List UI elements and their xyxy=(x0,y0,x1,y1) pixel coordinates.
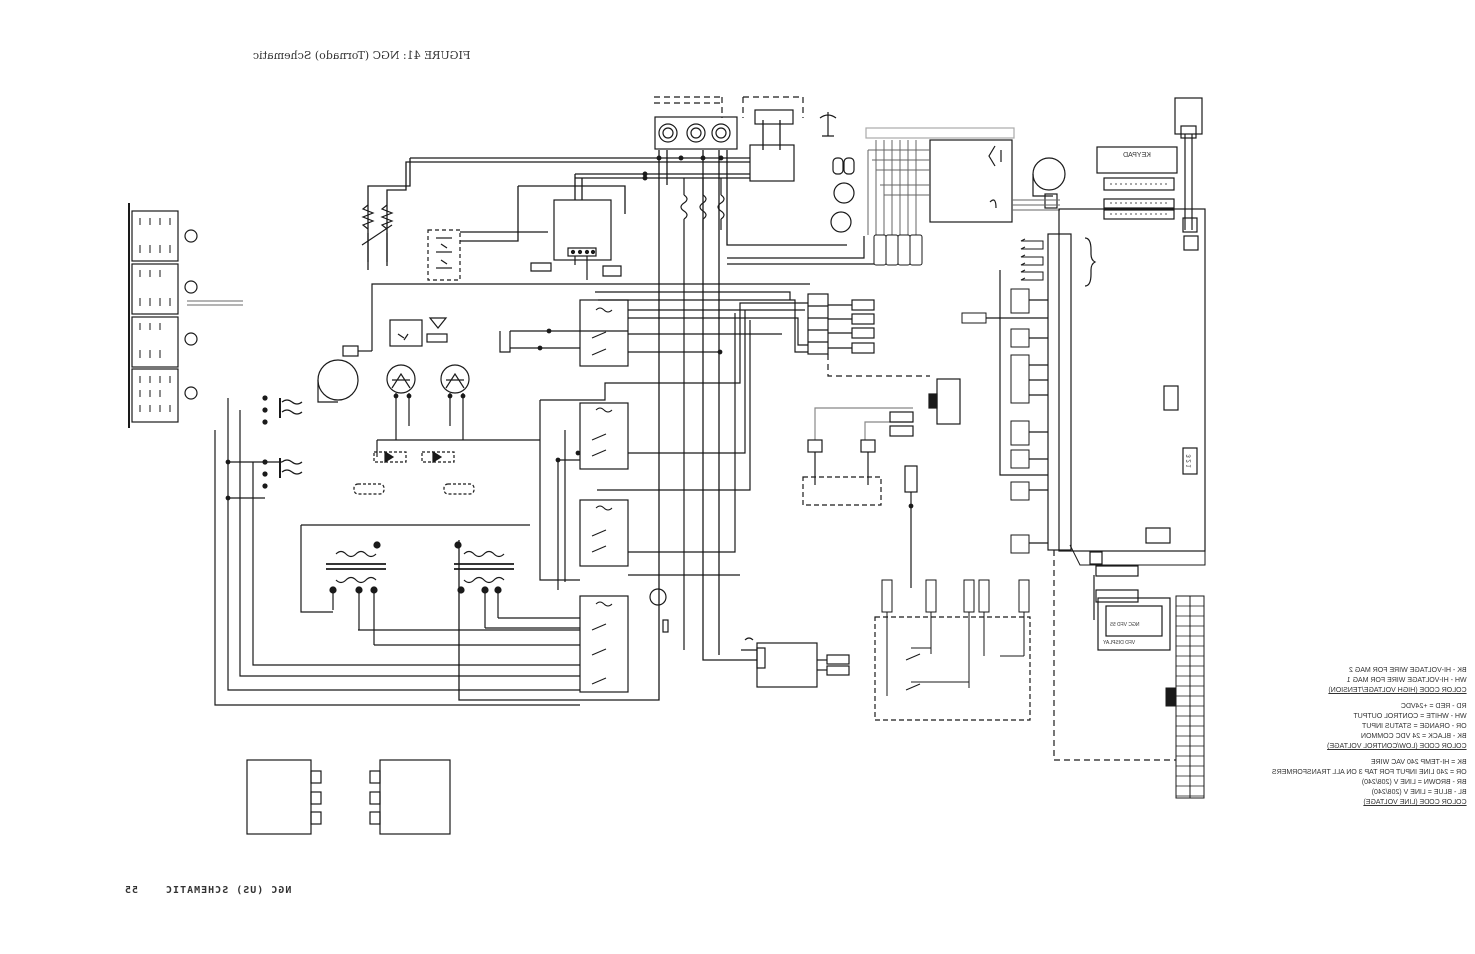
gas-valve xyxy=(727,127,1066,266)
controller-box xyxy=(530,199,622,280)
relay-feed-wires xyxy=(499,291,808,590)
main-transformer-left xyxy=(300,524,530,645)
sensor-group xyxy=(802,407,1031,721)
left-terminal-panel xyxy=(128,203,243,428)
fuse-group xyxy=(680,178,725,650)
dashed-relay xyxy=(427,229,461,281)
variable-resistor xyxy=(361,204,394,262)
ribbon-connector xyxy=(1165,595,1205,799)
relay-column xyxy=(579,299,669,693)
keypad-connector xyxy=(1096,97,1203,251)
power-plug xyxy=(741,637,850,688)
diode-bridge xyxy=(353,439,540,495)
blower-motor xyxy=(317,283,810,403)
main-control-board xyxy=(961,208,1206,761)
center-connector-block xyxy=(807,293,961,425)
ribbon-connector-rows xyxy=(1176,605,1204,797)
bottom-connector-boxes xyxy=(246,759,451,835)
main-transformer-right xyxy=(358,541,580,646)
top-bus-wires xyxy=(367,120,847,701)
top-motor-group xyxy=(654,96,855,233)
vfd-display xyxy=(1069,544,1206,651)
igniter-pair xyxy=(386,364,470,440)
left-transformers xyxy=(214,395,580,706)
